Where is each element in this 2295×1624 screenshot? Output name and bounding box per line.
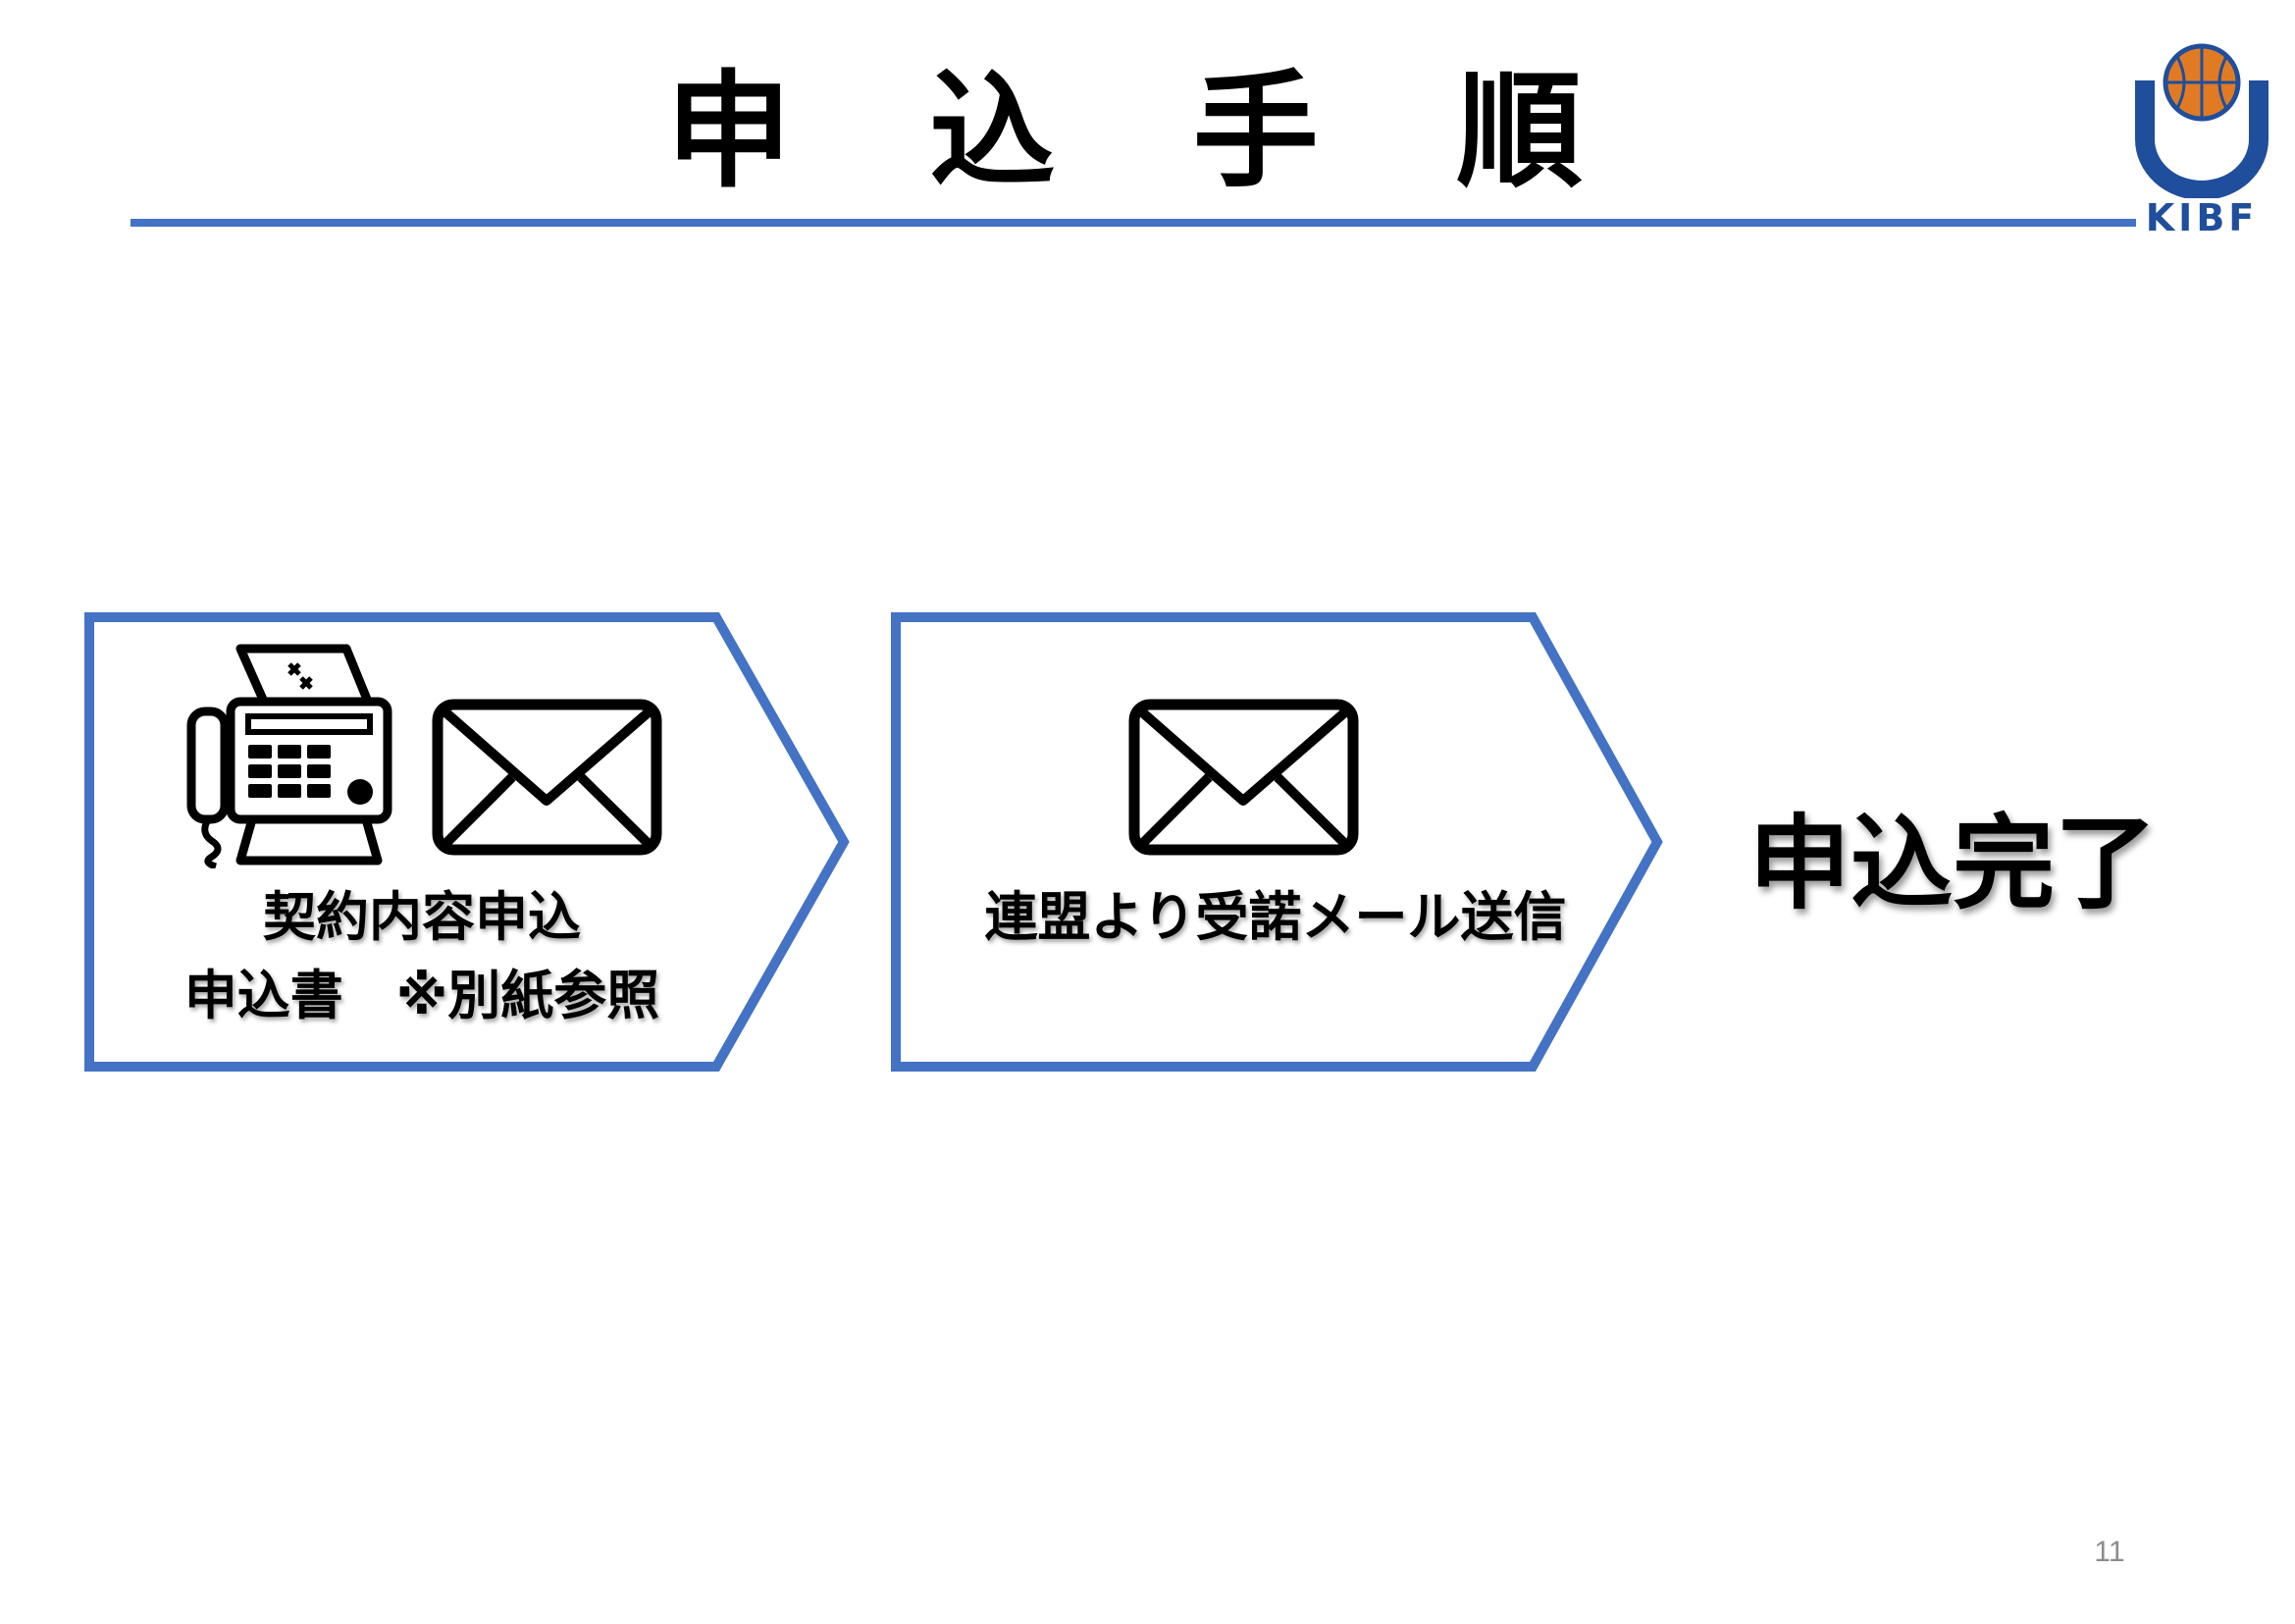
step-1-title: 契約内容申込	[263, 886, 581, 948]
fax-machine-icon	[186, 644, 392, 868]
page-title: 申 込 手 順	[665, 59, 1630, 205]
basketball-hoop-logo-icon	[2135, 43, 2269, 200]
logo-text: KIBF	[2145, 196, 2259, 239]
step-1-note: 申込書 ※別紙参照	[183, 965, 660, 1026]
envelope-icon	[432, 699, 662, 856]
step-2-title: 連盟より受諾メール送信	[984, 886, 1567, 948]
envelope-icon	[1128, 699, 1359, 856]
page-number: 11	[2094, 1536, 2125, 1568]
kibf-logo: KIBF	[2133, 41, 2270, 242]
completion-label: 申込完了	[1747, 804, 2157, 923]
title-divider	[130, 219, 2136, 227]
